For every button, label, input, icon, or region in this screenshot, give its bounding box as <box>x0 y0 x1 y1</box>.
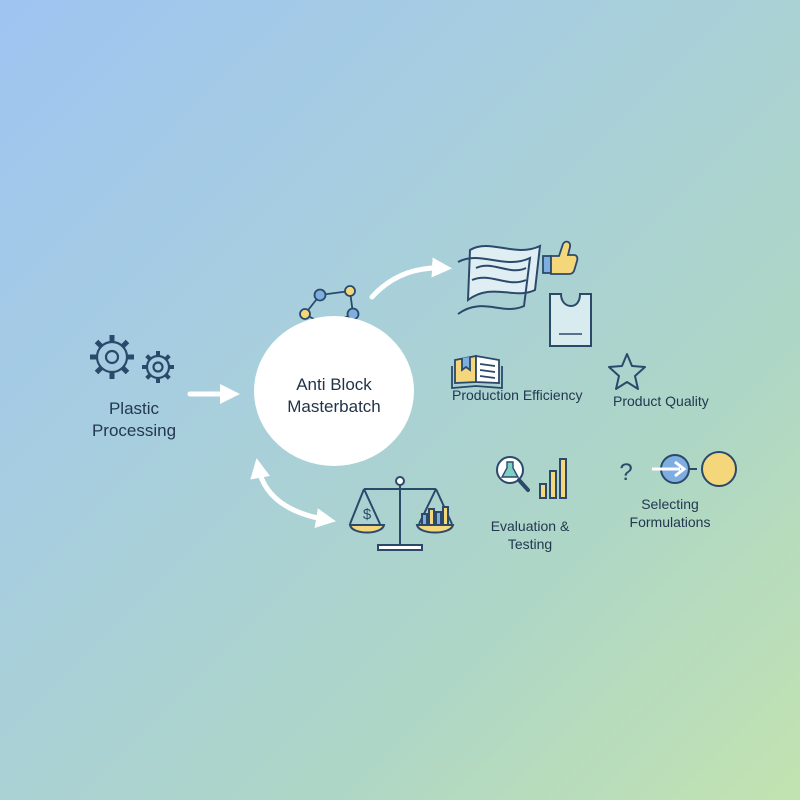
open-book-icon <box>451 354 503 389</box>
evaluation-line2: Testing <box>507 536 553 553</box>
plastic-processing-line2: Processing <box>91 421 177 441</box>
plastic-film-icon <box>457 244 542 315</box>
plastic-processing-label: Plastic Processing <box>82 398 186 442</box>
selecting-formulations-label: Selecting Formulations <box>614 495 726 531</box>
center-title: Anti Block Masterbatch <box>254 374 414 418</box>
star-icon <box>608 353 646 390</box>
selecting-line1: Selecting <box>641 496 699 512</box>
center-title-line1: Anti Block <box>296 375 372 394</box>
arrow-center-evaluation <box>250 458 336 528</box>
product-quality-label: Product Quality <box>613 393 709 409</box>
plastic-processing-line1: Plastic <box>108 399 160 418</box>
plastic-bag-icon <box>549 293 592 347</box>
magnifier-flask-chart-icon <box>496 456 567 499</box>
evaluation-line1: Evaluation & <box>490 518 570 534</box>
thumbs-up-icon <box>542 240 579 275</box>
production-efficiency-label: Production Efficiency <box>452 387 583 403</box>
question-arrow-circles-icon: ? <box>619 451 737 487</box>
arrow-to-benefits <box>369 257 452 300</box>
balance-scale-icon: $ <box>348 476 455 551</box>
evaluation-testing-label: Evaluation & Testing <box>470 517 590 553</box>
svg-text:$: $ <box>363 506 372 523</box>
center-title-line2: Masterbatch <box>287 397 381 417</box>
selecting-line2: Formulations <box>629 514 711 531</box>
svg-text:?: ? <box>619 459 632 486</box>
center-circle <box>254 316 414 466</box>
gears-icon <box>90 335 174 383</box>
